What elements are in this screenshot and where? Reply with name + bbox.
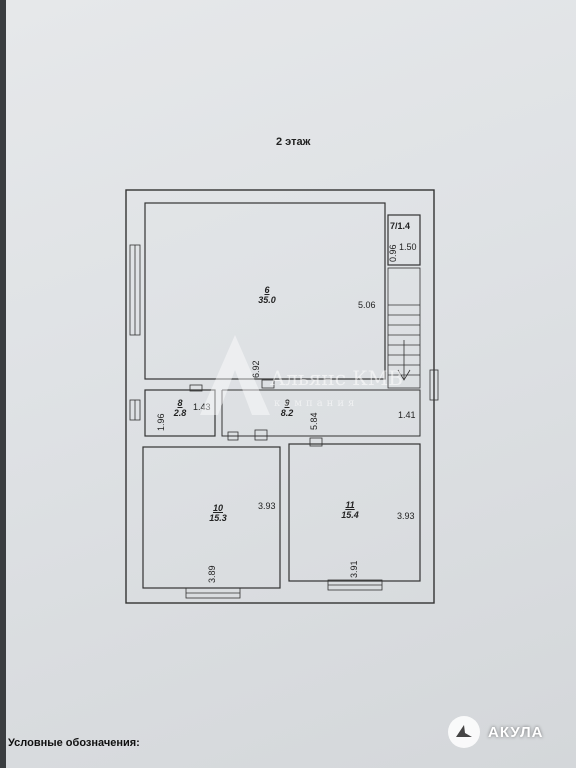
dimension-label: 3.93 xyxy=(397,511,415,521)
dimension-label: 3.93 xyxy=(258,501,276,511)
dimension-label: 5.84 xyxy=(309,412,319,430)
room-9-number: 9 xyxy=(284,398,290,408)
floor-title: 2 этаж xyxy=(276,136,311,148)
door xyxy=(189,379,323,447)
room-10-area: 15.3 xyxy=(209,513,227,523)
room-9-outline xyxy=(221,389,421,437)
window xyxy=(129,244,439,599)
brand-name: АКУЛА xyxy=(488,723,544,741)
room-11-number: 11 xyxy=(345,500,355,510)
watermark-logo xyxy=(200,335,270,415)
dimension-label: 0.96 xyxy=(388,244,398,262)
watermark: Альянс КМВ компания xyxy=(190,330,403,424)
room-7-label: 7/1.4 xyxy=(390,221,411,231)
dimension-label: 3.89 xyxy=(207,565,217,583)
legend-heading: Условные обозначения: xyxy=(8,737,140,749)
floor-plan-sheet: 2 этаж xyxy=(6,0,576,768)
staircase xyxy=(387,267,421,389)
room-9-area: 8.2 xyxy=(280,408,294,418)
room-8-label: 8 2.8 xyxy=(160,398,200,418)
room-9-label: 9 8.2 xyxy=(267,398,307,418)
room-6-area: 35.0 xyxy=(258,295,276,305)
room-8-number: 8 xyxy=(177,398,183,408)
watermark-text: Альянс КМВ xyxy=(270,366,403,390)
outer-wall xyxy=(125,189,435,604)
dimension-label: 1.43 xyxy=(193,402,211,412)
dimension-label: 1.96 xyxy=(156,413,166,431)
room-10-label: 10 15.3 xyxy=(198,503,238,523)
room-11-label: 11 15.4 xyxy=(330,500,370,520)
shark-icon xyxy=(448,716,480,748)
room-6-outline xyxy=(144,202,386,380)
room-8-area: 2.8 xyxy=(173,408,187,418)
room-10-number: 10 xyxy=(212,503,223,513)
brand-badge: АКУЛА xyxy=(448,712,572,752)
room-7-outline xyxy=(387,214,421,266)
watermark-subtext: компания xyxy=(274,398,359,409)
dimension-label: 5.06 xyxy=(358,300,376,310)
room-6-label: 6 35.0 xyxy=(247,285,287,305)
dimension-label: 3.91 xyxy=(349,560,359,578)
room-11-area: 15.4 xyxy=(341,510,359,520)
room-8-outline xyxy=(144,389,216,437)
dimension-label: 1.50 xyxy=(399,242,417,252)
dimension-label: 1.41 xyxy=(398,410,416,420)
room-6-number: 6 xyxy=(264,285,270,295)
room-11-outline xyxy=(288,443,421,582)
